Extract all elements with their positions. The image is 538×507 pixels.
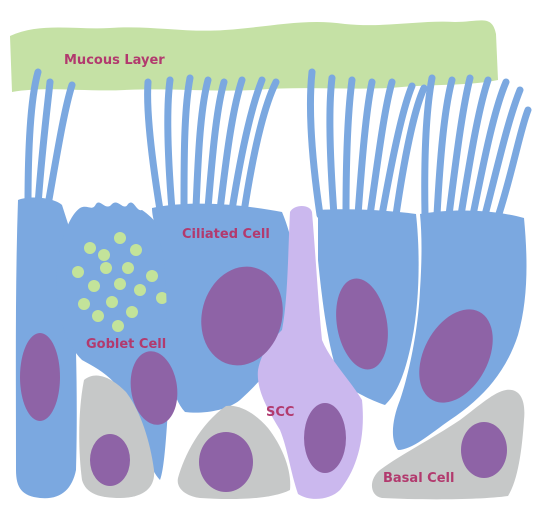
nucleus-scc [304,403,346,473]
nucleus-basal-1 [90,434,130,486]
mucous-layer-label: Mucous Layer [64,53,165,68]
nucleus-basal-3 [461,422,507,478]
cilia [28,72,528,220]
basal-cell-label: Basal Cell [383,471,454,486]
nucleus-basal-2 [199,432,253,492]
goblet-cell-label: Goblet Cell [86,337,166,352]
ciliated-cell-label: Ciliated Cell [182,227,270,242]
scc-label: SCC [266,405,294,420]
nucleus-left [20,333,60,421]
